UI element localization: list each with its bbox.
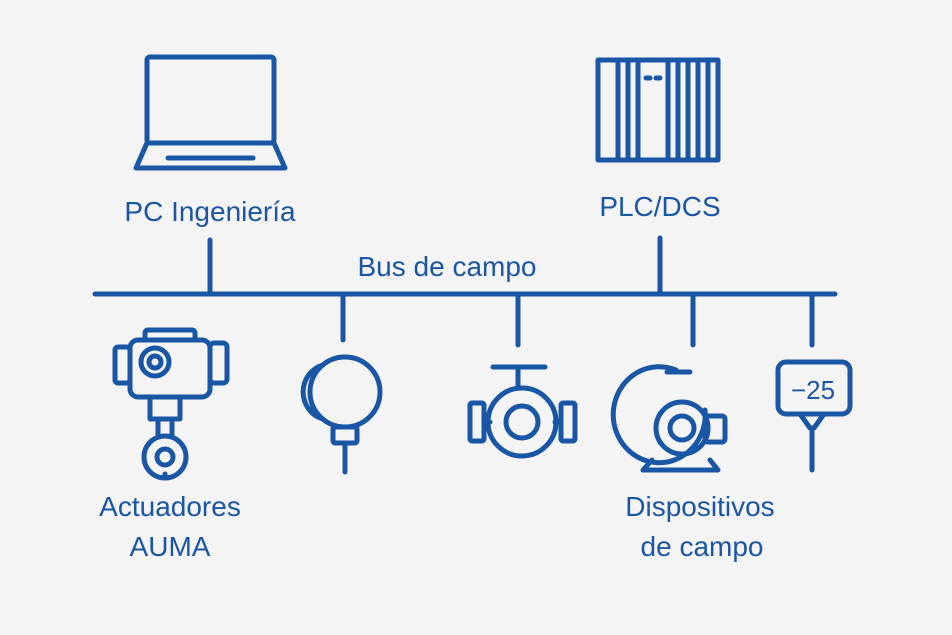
fieldbus-line [92, 235, 838, 348]
transmitter-readout: −25 [791, 375, 835, 405]
laptop-icon [133, 54, 288, 171]
display-transmitter-icon [775, 359, 853, 473]
actuator-icon [112, 327, 230, 481]
field-devices-label-line1: Dispositivos [625, 491, 774, 522]
pc-label: PC Ingeniería [124, 196, 296, 227]
plc-label: PLC/DCS [599, 191, 720, 222]
actuators-label-line1: Actuadores [99, 491, 241, 522]
field-devices-label-line2: de campo [641, 531, 764, 562]
valve-icon [467, 364, 578, 459]
plc-rack-icon [595, 57, 721, 163]
sensor-icon [300, 354, 383, 475]
actuators-label-line2: AUMA [130, 531, 211, 562]
bus-label: Bus de campo [358, 251, 537, 282]
pump-icon [610, 364, 728, 473]
